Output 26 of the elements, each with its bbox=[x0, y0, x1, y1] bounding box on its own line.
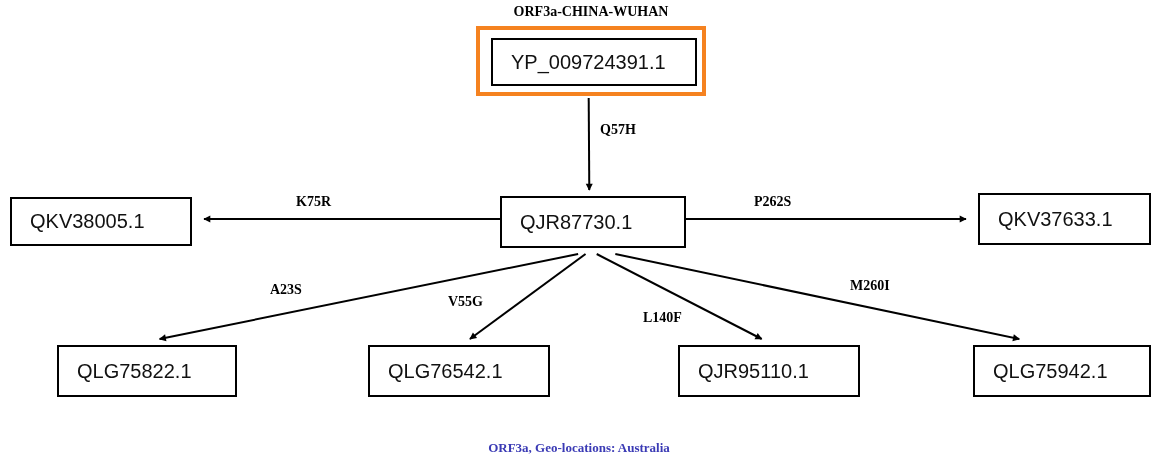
heading: ORF3a-CHINA-WUHAN bbox=[512, 4, 670, 20]
edge-label: Q57H bbox=[598, 122, 638, 138]
arrow bbox=[158, 253, 580, 342]
arrow bbox=[595, 253, 763, 340]
sequence-id: QLG75822.1 bbox=[77, 359, 192, 383]
sequence-id: QJR95110.1 bbox=[698, 359, 809, 383]
arrow bbox=[585, 97, 593, 191]
sequence-box bbox=[973, 345, 1151, 397]
arrow bbox=[614, 253, 1021, 342]
sequence-id: YP_009724391.1 bbox=[511, 50, 666, 74]
sequence-box bbox=[368, 345, 550, 397]
arrow bbox=[203, 215, 501, 223]
sequence-box bbox=[978, 193, 1151, 245]
sequence-box bbox=[491, 38, 697, 86]
sequence-box bbox=[57, 345, 237, 397]
sequence-box bbox=[500, 196, 686, 248]
sequence-id: QKV38005.1 bbox=[30, 210, 145, 233]
sequence-id: QLG75942.1 bbox=[993, 359, 1108, 383]
sequence-id: QKV37633.1 bbox=[998, 207, 1113, 231]
sequence-box bbox=[678, 345, 860, 397]
sequence-id: QLG76542.1 bbox=[388, 359, 503, 383]
arrow bbox=[685, 215, 967, 223]
sequence-id: QJR87730.1 bbox=[520, 210, 633, 234]
arrow bbox=[468, 253, 587, 340]
sequence-box bbox=[10, 197, 192, 246]
caption: ORF3a, Geo-locations: Australia bbox=[488, 440, 670, 455]
